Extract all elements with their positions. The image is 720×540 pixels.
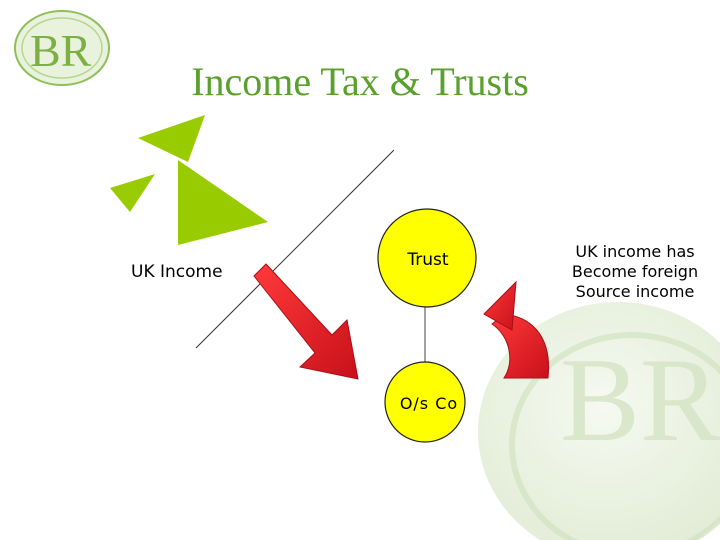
divider-line — [195, 149, 395, 349]
note-line-3: Source income — [575, 282, 695, 301]
trust-label: Trust — [407, 250, 449, 270]
overseas-company-node — [384, 361, 466, 443]
overseas-company-label: O/s Co — [399, 394, 459, 413]
watermark-text: BR — [560, 333, 720, 466]
trust-node — [377, 208, 477, 308]
curved-red-arrow — [483, 280, 550, 379]
uk-income-label: UK Income — [131, 262, 223, 282]
income-note: UK income has Become foreign Source inco… — [555, 242, 715, 302]
decorative-triangles — [110, 115, 268, 245]
note-line-2: Become foreign — [571, 262, 699, 281]
income-flow-arrow — [253, 263, 359, 380]
logo: BR — [14, 10, 110, 86]
note-line-1: UK income has — [575, 242, 695, 261]
page-title: Income Tax & Trusts — [191, 59, 529, 104]
logo-text: BR — [30, 25, 92, 76]
